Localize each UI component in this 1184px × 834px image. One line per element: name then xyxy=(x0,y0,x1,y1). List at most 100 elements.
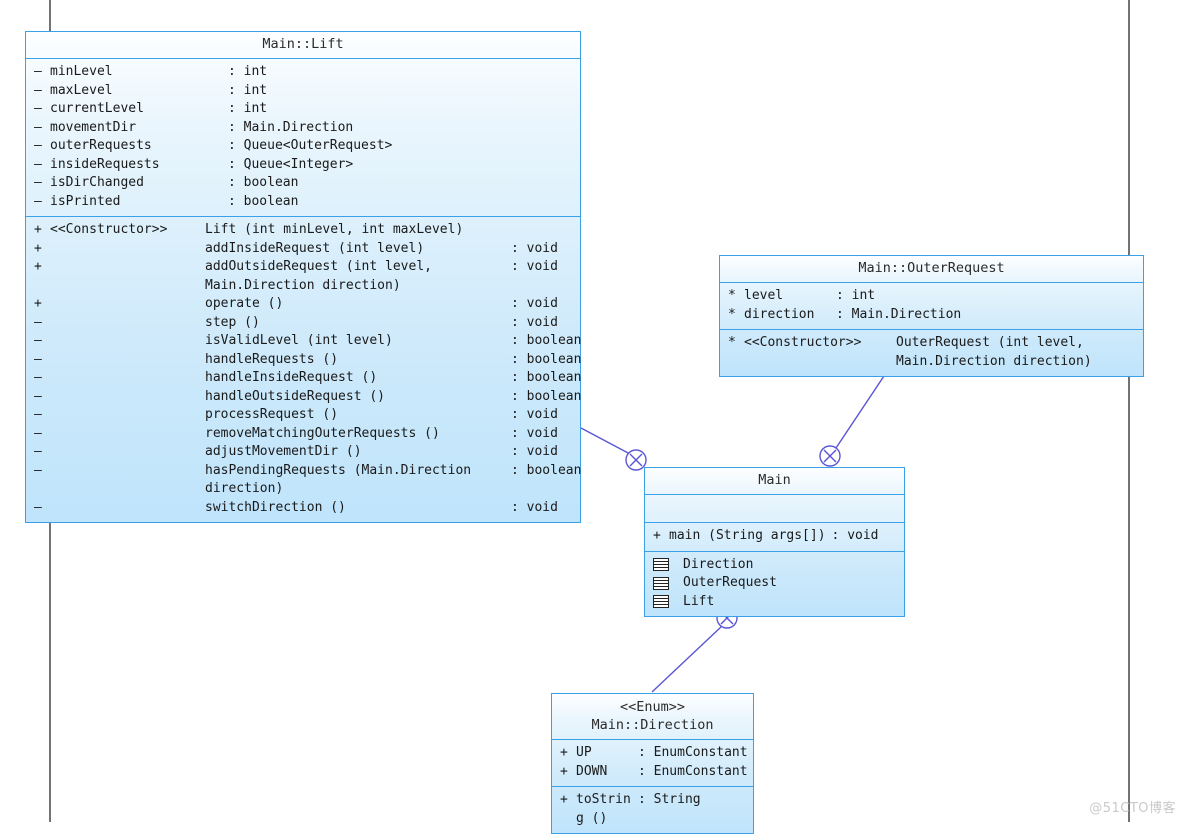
operation-row: +addInsideRequest (int level): void xyxy=(26,240,580,259)
containment-cross-a xyxy=(629,453,643,467)
visibility-marker: – xyxy=(34,444,42,459)
attribute-row: *level: int xyxy=(720,287,1143,306)
operations-compartment-direction: +toString (): String xyxy=(552,787,753,833)
attribute-type: : int xyxy=(228,64,268,79)
operation-row: *<<Constructor>>OuterRequest (int level,… xyxy=(720,334,1143,371)
return-type: : boolean xyxy=(511,333,582,348)
visibility-marker: – xyxy=(34,425,42,441)
visibility-marker: – xyxy=(34,138,42,153)
containment-circle xyxy=(819,445,841,467)
visibility-marker: + xyxy=(560,792,568,807)
visibility-marker: + xyxy=(560,763,568,779)
attribute-name: isPrinted xyxy=(50,193,121,209)
visibility-marker: + xyxy=(34,296,42,311)
class-icon xyxy=(653,576,669,590)
attributes-compartment-lift: –minLevel: int–maxLevel: int–currentLeve… xyxy=(26,59,580,217)
containment-circle xyxy=(625,449,647,471)
member-stereotype: <<Constructor>> xyxy=(50,222,168,237)
attributes-compartment-main xyxy=(645,495,904,523)
containment-cross-b xyxy=(823,449,837,463)
operation-row: –step (): void xyxy=(26,314,580,333)
operation-signature: removeMatchingOuterRequests () xyxy=(205,425,440,441)
visibility-marker: – xyxy=(34,407,42,422)
visibility-marker: – xyxy=(34,64,42,79)
class-icon xyxy=(653,558,669,572)
visibility-marker: – xyxy=(34,193,42,209)
nested-class-label: Direction xyxy=(683,556,754,572)
attribute-name: direction xyxy=(744,306,815,322)
visibility-marker: + xyxy=(653,528,661,543)
class-icon xyxy=(653,595,669,609)
operation-row: +operate (): void xyxy=(26,295,580,314)
visibility-marker: – xyxy=(34,351,42,367)
nested-class-row[interactable]: OuterRequest xyxy=(645,574,904,593)
operation-row: –isValidLevel (int level): boolean xyxy=(26,332,582,351)
operation-signature: processRequest () xyxy=(205,407,339,422)
operation-signature: handleRequests () xyxy=(205,351,339,367)
operation-row: – processRequest () : void xyxy=(26,406,580,425)
operation-signature: Lift (int minLevel, int maxLevel) xyxy=(205,222,464,237)
operation-signature: main (String args[]) xyxy=(669,528,826,543)
attribute-name: movementDir xyxy=(50,119,137,135)
operation-signature: operate () xyxy=(205,296,284,311)
operation-row: +<<Constructor>>Lift (int minLevel, int … xyxy=(26,221,580,240)
watermark: @51CTO博客 xyxy=(1089,801,1176,816)
page-guide-right xyxy=(1128,0,1130,822)
attribute-name: level xyxy=(744,288,784,303)
visibility-marker: – xyxy=(34,370,42,385)
operations-compartment-outer-request: *<<Constructor>>OuterRequest (int level,… xyxy=(720,330,1143,376)
attribute-type: : int xyxy=(836,288,876,303)
class-box-lift[interactable]: Main::Lift –minLevel: int–maxLevel: int–… xyxy=(25,31,581,523)
connector-direction-to-main xyxy=(651,607,738,693)
nested-class-label: OuterRequest xyxy=(683,575,777,590)
operation-signature: addInsideRequest (int level) xyxy=(205,240,425,256)
visibility-marker: + xyxy=(34,259,42,274)
class-icon xyxy=(653,595,669,609)
visibility-marker: – xyxy=(34,333,42,348)
operation-row: +addOutsideRequest (int level, Main.Dire… xyxy=(26,258,580,295)
attribute-row: –isPrinted : boolean xyxy=(26,193,580,212)
operation-signature: handleInsideRequest () xyxy=(205,370,378,385)
operation-row: –handleOutsideRequest (): boolean xyxy=(26,388,582,407)
return-type: : void xyxy=(511,240,558,256)
attributes-compartment-outer-request: *level: int*direction: Main.Direction xyxy=(720,283,1143,330)
visibility-marker: – xyxy=(34,156,42,172)
operation-signature: toString () xyxy=(576,792,631,826)
attribute-type: : EnumConstant xyxy=(638,745,748,760)
operations-compartment-lift: + <<Constructor>> Lift (int minLevel, int … xyxy=(26,217,582,522)
return-type: : boolean xyxy=(511,351,582,367)
visibility-marker: * xyxy=(728,335,736,350)
return-type: : boolean xyxy=(511,388,582,404)
class-box-main[interactable]: Main +main (String args[]): void Directi… xyxy=(644,467,905,617)
attribute-name: currentLevel xyxy=(50,101,144,116)
attribute-row: +DOWN: EnumConstant xyxy=(552,763,753,782)
class-box-outer-request[interactable]: Main::OuterRequest *level: int*direction… xyxy=(719,255,1144,377)
operation-row: +toString (): String xyxy=(552,791,753,828)
visibility-marker: – xyxy=(34,388,42,404)
connector-outerrequest-to-main xyxy=(819,366,891,467)
return-type: : void xyxy=(511,407,558,422)
class-title-direction: <<Enum>> Main::Direction xyxy=(552,694,753,740)
operations-compartment-main: +main (String args[]): void xyxy=(645,523,904,552)
nested-class-row[interactable]: Direction xyxy=(645,556,904,575)
class-title-main: Main xyxy=(645,468,904,495)
class-box-direction[interactable]: <<Enum>> Main::Direction + UP : EnumConsta… xyxy=(551,693,754,834)
visibility-marker: – xyxy=(34,119,42,135)
connector-line xyxy=(835,366,891,449)
attribute-row: *direction: Main.Direction xyxy=(720,306,1143,325)
attribute-row: –outerRequests: Queue<OuterRequest> xyxy=(26,137,580,156)
visibility-marker: * xyxy=(728,306,736,322)
attribute-name: maxLevel xyxy=(50,82,113,98)
nested-class-label: Lift xyxy=(683,593,715,609)
attribute-type: : boolean xyxy=(228,193,299,209)
attribute-name: UP xyxy=(576,745,592,760)
containment-cross-b xyxy=(629,453,643,467)
attribute-row: –insideRequests: Queue<Integer> xyxy=(26,156,580,175)
class-stereotype-direction: <<Enum>> xyxy=(619,699,686,715)
attribute-row: –minLevel: int xyxy=(26,63,580,82)
attribute-type: : boolean xyxy=(228,175,299,190)
nested-class-row[interactable]: Lift xyxy=(645,593,904,612)
class-icon xyxy=(653,576,669,590)
